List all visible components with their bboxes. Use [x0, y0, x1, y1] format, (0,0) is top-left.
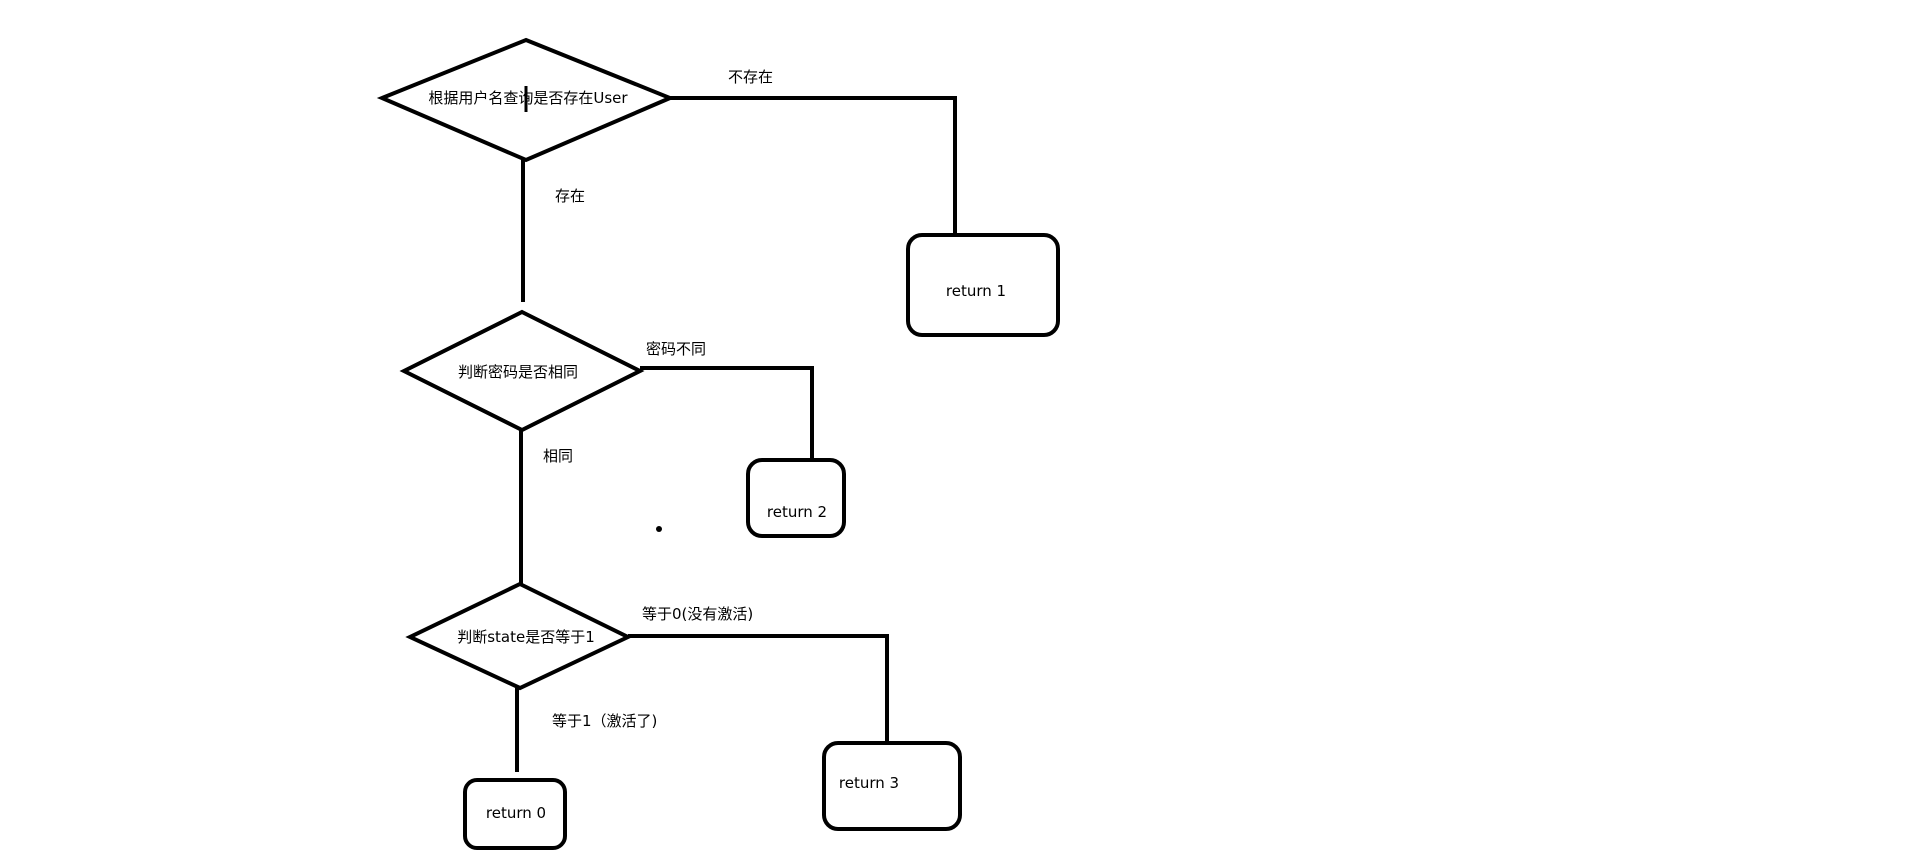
edge-label-password-same: 相同 [543, 447, 573, 465]
result-return-0-box [463, 778, 567, 850]
stray-dot [656, 526, 662, 532]
decision-state-check-shape [405, 581, 633, 691]
edge-password-different [640, 366, 814, 466]
decision-user-exists-label: 根据用户名查询是否存在User [428, 89, 628, 107]
result-return-3-label: return 3 [839, 774, 899, 792]
result-return-0-label: return 0 [486, 804, 546, 822]
result-return-2-box [746, 458, 846, 538]
decision-state-check-label: 判断state是否等于1 [457, 628, 595, 646]
edge-not-exist [670, 96, 957, 235]
edge-label-not-exist: 不存在 [728, 68, 773, 86]
edge-label-state-zero: 等于0(没有激活) [642, 605, 753, 623]
result-return-1-box [906, 233, 1060, 337]
edge-label-exist: 存在 [555, 187, 585, 205]
decision-password-match-label: 判断密码是否相同 [458, 363, 578, 381]
result-return-3-box [822, 741, 962, 831]
edge-label-password-different: 密码不同 [646, 340, 706, 358]
edge-state-zero [628, 634, 889, 748]
result-return-1-label: return 1 [946, 282, 1006, 300]
result-return-2-label: return 2 [767, 503, 827, 521]
edge-label-state-one: 等于1（激活了) [552, 712, 657, 730]
